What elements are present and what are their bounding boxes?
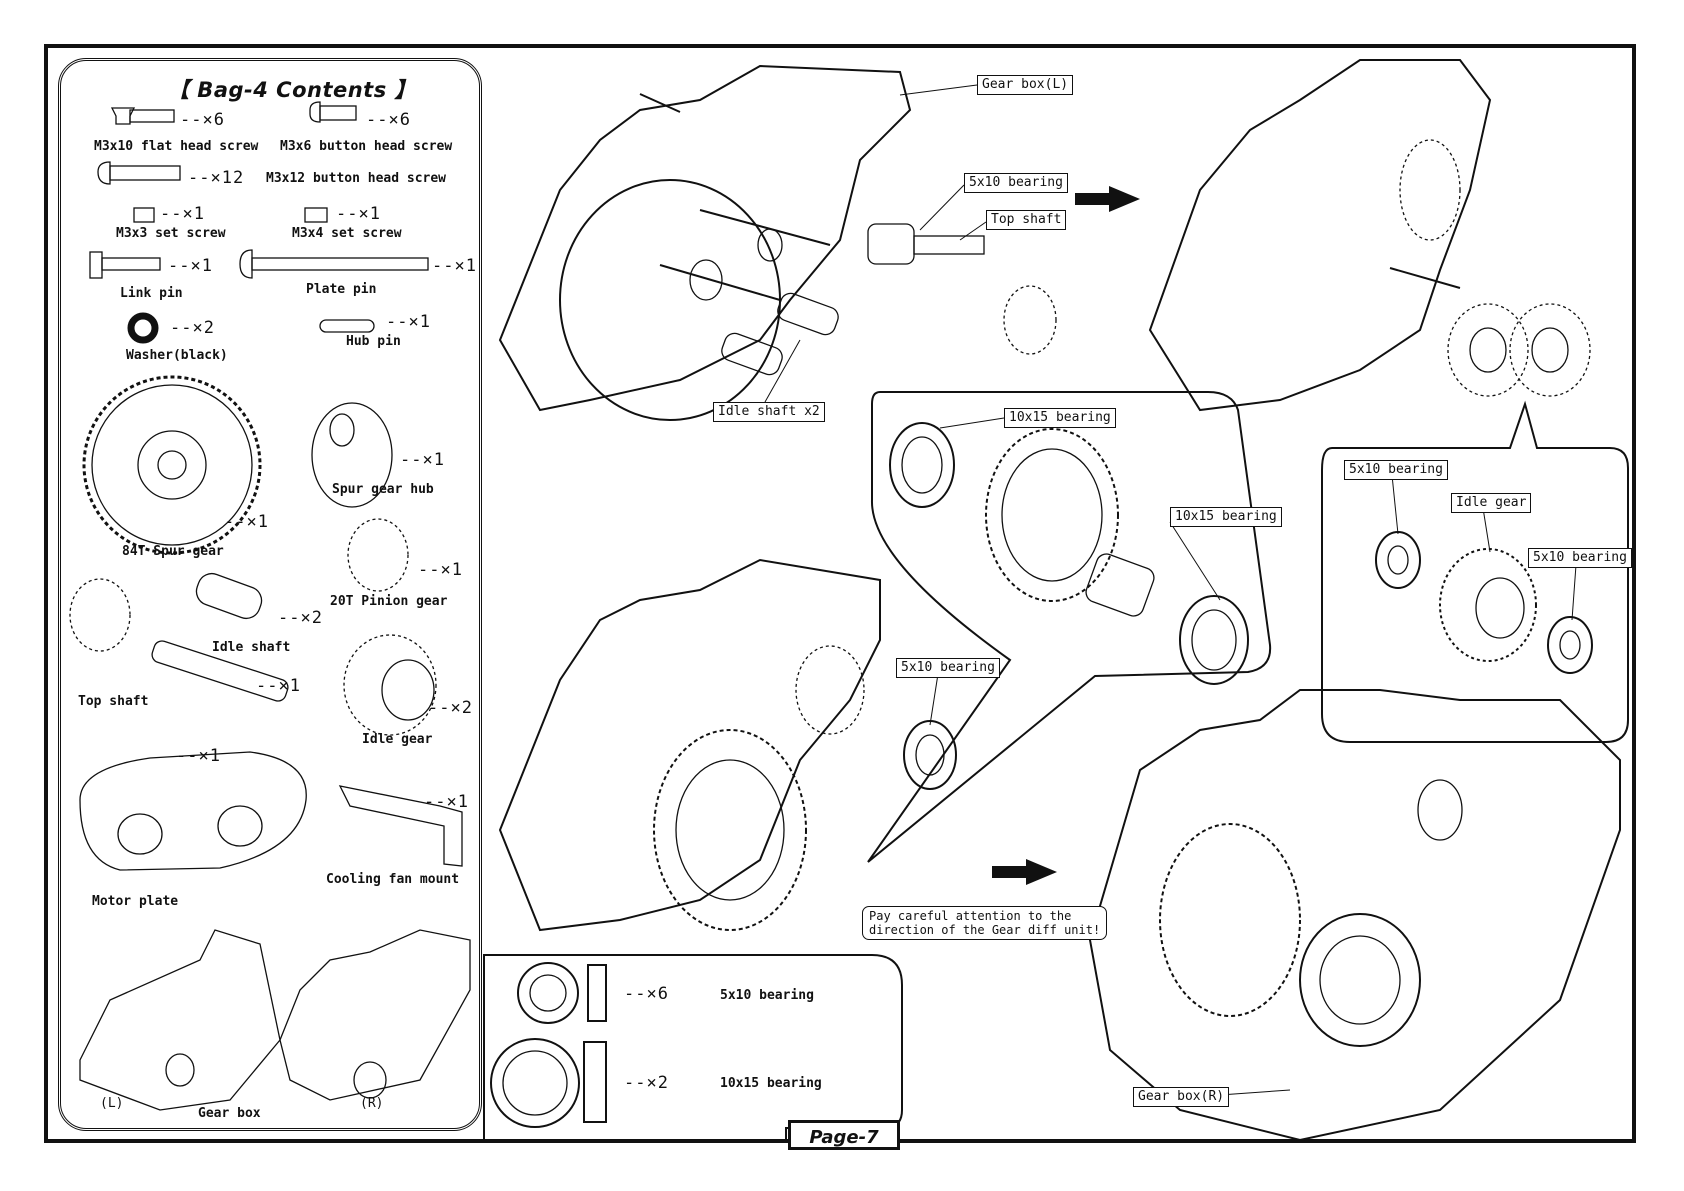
label-motor-plate: Motor plate bbox=[92, 894, 179, 909]
label-gear-box: Gear box bbox=[198, 1106, 261, 1121]
label-hub-pin: Hub pin bbox=[346, 334, 401, 349]
label-m3x12-button: M3x12 button head screw bbox=[266, 171, 447, 186]
qty-m3x3-set: --×1 bbox=[160, 204, 205, 224]
page-number: Page-7 bbox=[788, 1120, 900, 1150]
gearbox-step2 bbox=[1148, 59, 1591, 412]
qty-top-shaft: --×1 bbox=[256, 676, 301, 696]
qty-link-pin: --×1 bbox=[168, 256, 213, 276]
label-spur-gear: 84T Spur gear bbox=[122, 544, 224, 559]
warning-note-line1: Pay careful attention to the bbox=[869, 909, 1072, 923]
qty-motor-plate: --×1 bbox=[176, 746, 221, 766]
label-plate-pin: Plate pin bbox=[306, 282, 377, 297]
gearbox-step4 bbox=[1088, 689, 1621, 1142]
direction-arrow-1 bbox=[1075, 186, 1140, 212]
parts-drawings bbox=[69, 101, 471, 1111]
callout-top-shaft: Top shaft bbox=[986, 210, 1067, 230]
qty-cooling-fan-mount: --×1 bbox=[424, 792, 469, 812]
qty-bearing-5x10: --×6 bbox=[624, 984, 669, 1004]
callout-5x10-bearing-detail-a: 5x10 bearing bbox=[1344, 460, 1448, 480]
direction-arrow-2 bbox=[992, 859, 1057, 885]
callout-gear-box-l: Gear box(L) bbox=[977, 75, 1074, 95]
leader-lines bbox=[764, 84, 1577, 1096]
bag-contents-panel bbox=[58, 58, 482, 1131]
label-bearing-5x10: 5x10 bearing bbox=[720, 988, 814, 1003]
qty-pinion-gear: --×1 bbox=[418, 560, 463, 580]
callout-10x15-bearing-b: 10x15 bearing bbox=[1170, 507, 1282, 527]
qty-m3x10-flat: --×6 bbox=[180, 110, 225, 130]
callout-gear-box-r: Gear box(R) bbox=[1133, 1087, 1230, 1107]
qty-plate-pin: --×1 bbox=[432, 256, 477, 276]
warning-note-line2: direction of the Gear diff unit! bbox=[869, 923, 1101, 937]
label-cooling-fan-mount: Cooling fan mount bbox=[326, 872, 460, 887]
qty-m3x12-button: --×12 bbox=[188, 168, 245, 188]
callout-idle-gear: Idle gear bbox=[1451, 493, 1532, 513]
warning-note: Pay careful attention to the direction o… bbox=[862, 906, 1108, 940]
label-top-shaft: Top shaft bbox=[78, 694, 149, 709]
contents-title: 【 Bag-4 Contents 】 bbox=[168, 78, 417, 102]
qty-idle-shaft: --×2 bbox=[278, 608, 323, 628]
idle-gear-detail-balloon bbox=[1321, 400, 1629, 743]
qty-m3x6-button: --×6 bbox=[366, 110, 411, 130]
label-gear-box-right: (R) bbox=[360, 1096, 384, 1111]
label-idle-shaft: Idle shaft bbox=[212, 640, 291, 655]
qty-m3x4-set: --×1 bbox=[336, 204, 381, 224]
label-m3x3-set: M3x3 set screw bbox=[116, 226, 226, 241]
label-washer: Washer(black) bbox=[126, 348, 228, 363]
qty-spur-gear: --×1 bbox=[224, 512, 269, 532]
label-m3x10-flat: M3x10 flat head screw bbox=[94, 139, 259, 154]
callout-5x10-bearing-top: 5x10 bearing bbox=[964, 173, 1068, 193]
label-pinion-gear: 20T Pinion gear bbox=[330, 594, 448, 609]
gearbox-step1 bbox=[498, 64, 1057, 421]
callout-10x15-bearing-a: 10x15 bearing bbox=[1004, 408, 1116, 428]
qty-spur-gear-hub: --×1 bbox=[400, 450, 445, 470]
gearbox-step3 bbox=[498, 558, 957, 932]
label-bearing-10x15: 10x15 bearing bbox=[720, 1076, 822, 1091]
callout-idle-shaft-x2: Idle shaft x2 bbox=[713, 402, 825, 422]
label-m3x6-button: M3x6 button head screw bbox=[280, 139, 453, 154]
label-link-pin: Link pin bbox=[120, 286, 183, 301]
label-idle-gear: Idle gear bbox=[362, 732, 433, 747]
label-m3x4-set: M3x4 set screw bbox=[292, 226, 402, 241]
qty-washer: --×2 bbox=[170, 318, 215, 338]
qty-hub-pin: --×1 bbox=[386, 312, 431, 332]
label-gear-box-left: (L) bbox=[100, 1096, 124, 1111]
callout-5x10-bearing-mid: 5x10 bearing bbox=[896, 658, 1000, 678]
qty-bearing-10x15: --×2 bbox=[624, 1073, 669, 1093]
qty-idle-gear: --×2 bbox=[428, 698, 473, 718]
gear-diff-detail bbox=[889, 422, 1249, 685]
callout-5x10-bearing-detail-b: 5x10 bearing bbox=[1528, 548, 1632, 568]
label-spur-gear-hub: Spur gear hub bbox=[332, 482, 434, 497]
